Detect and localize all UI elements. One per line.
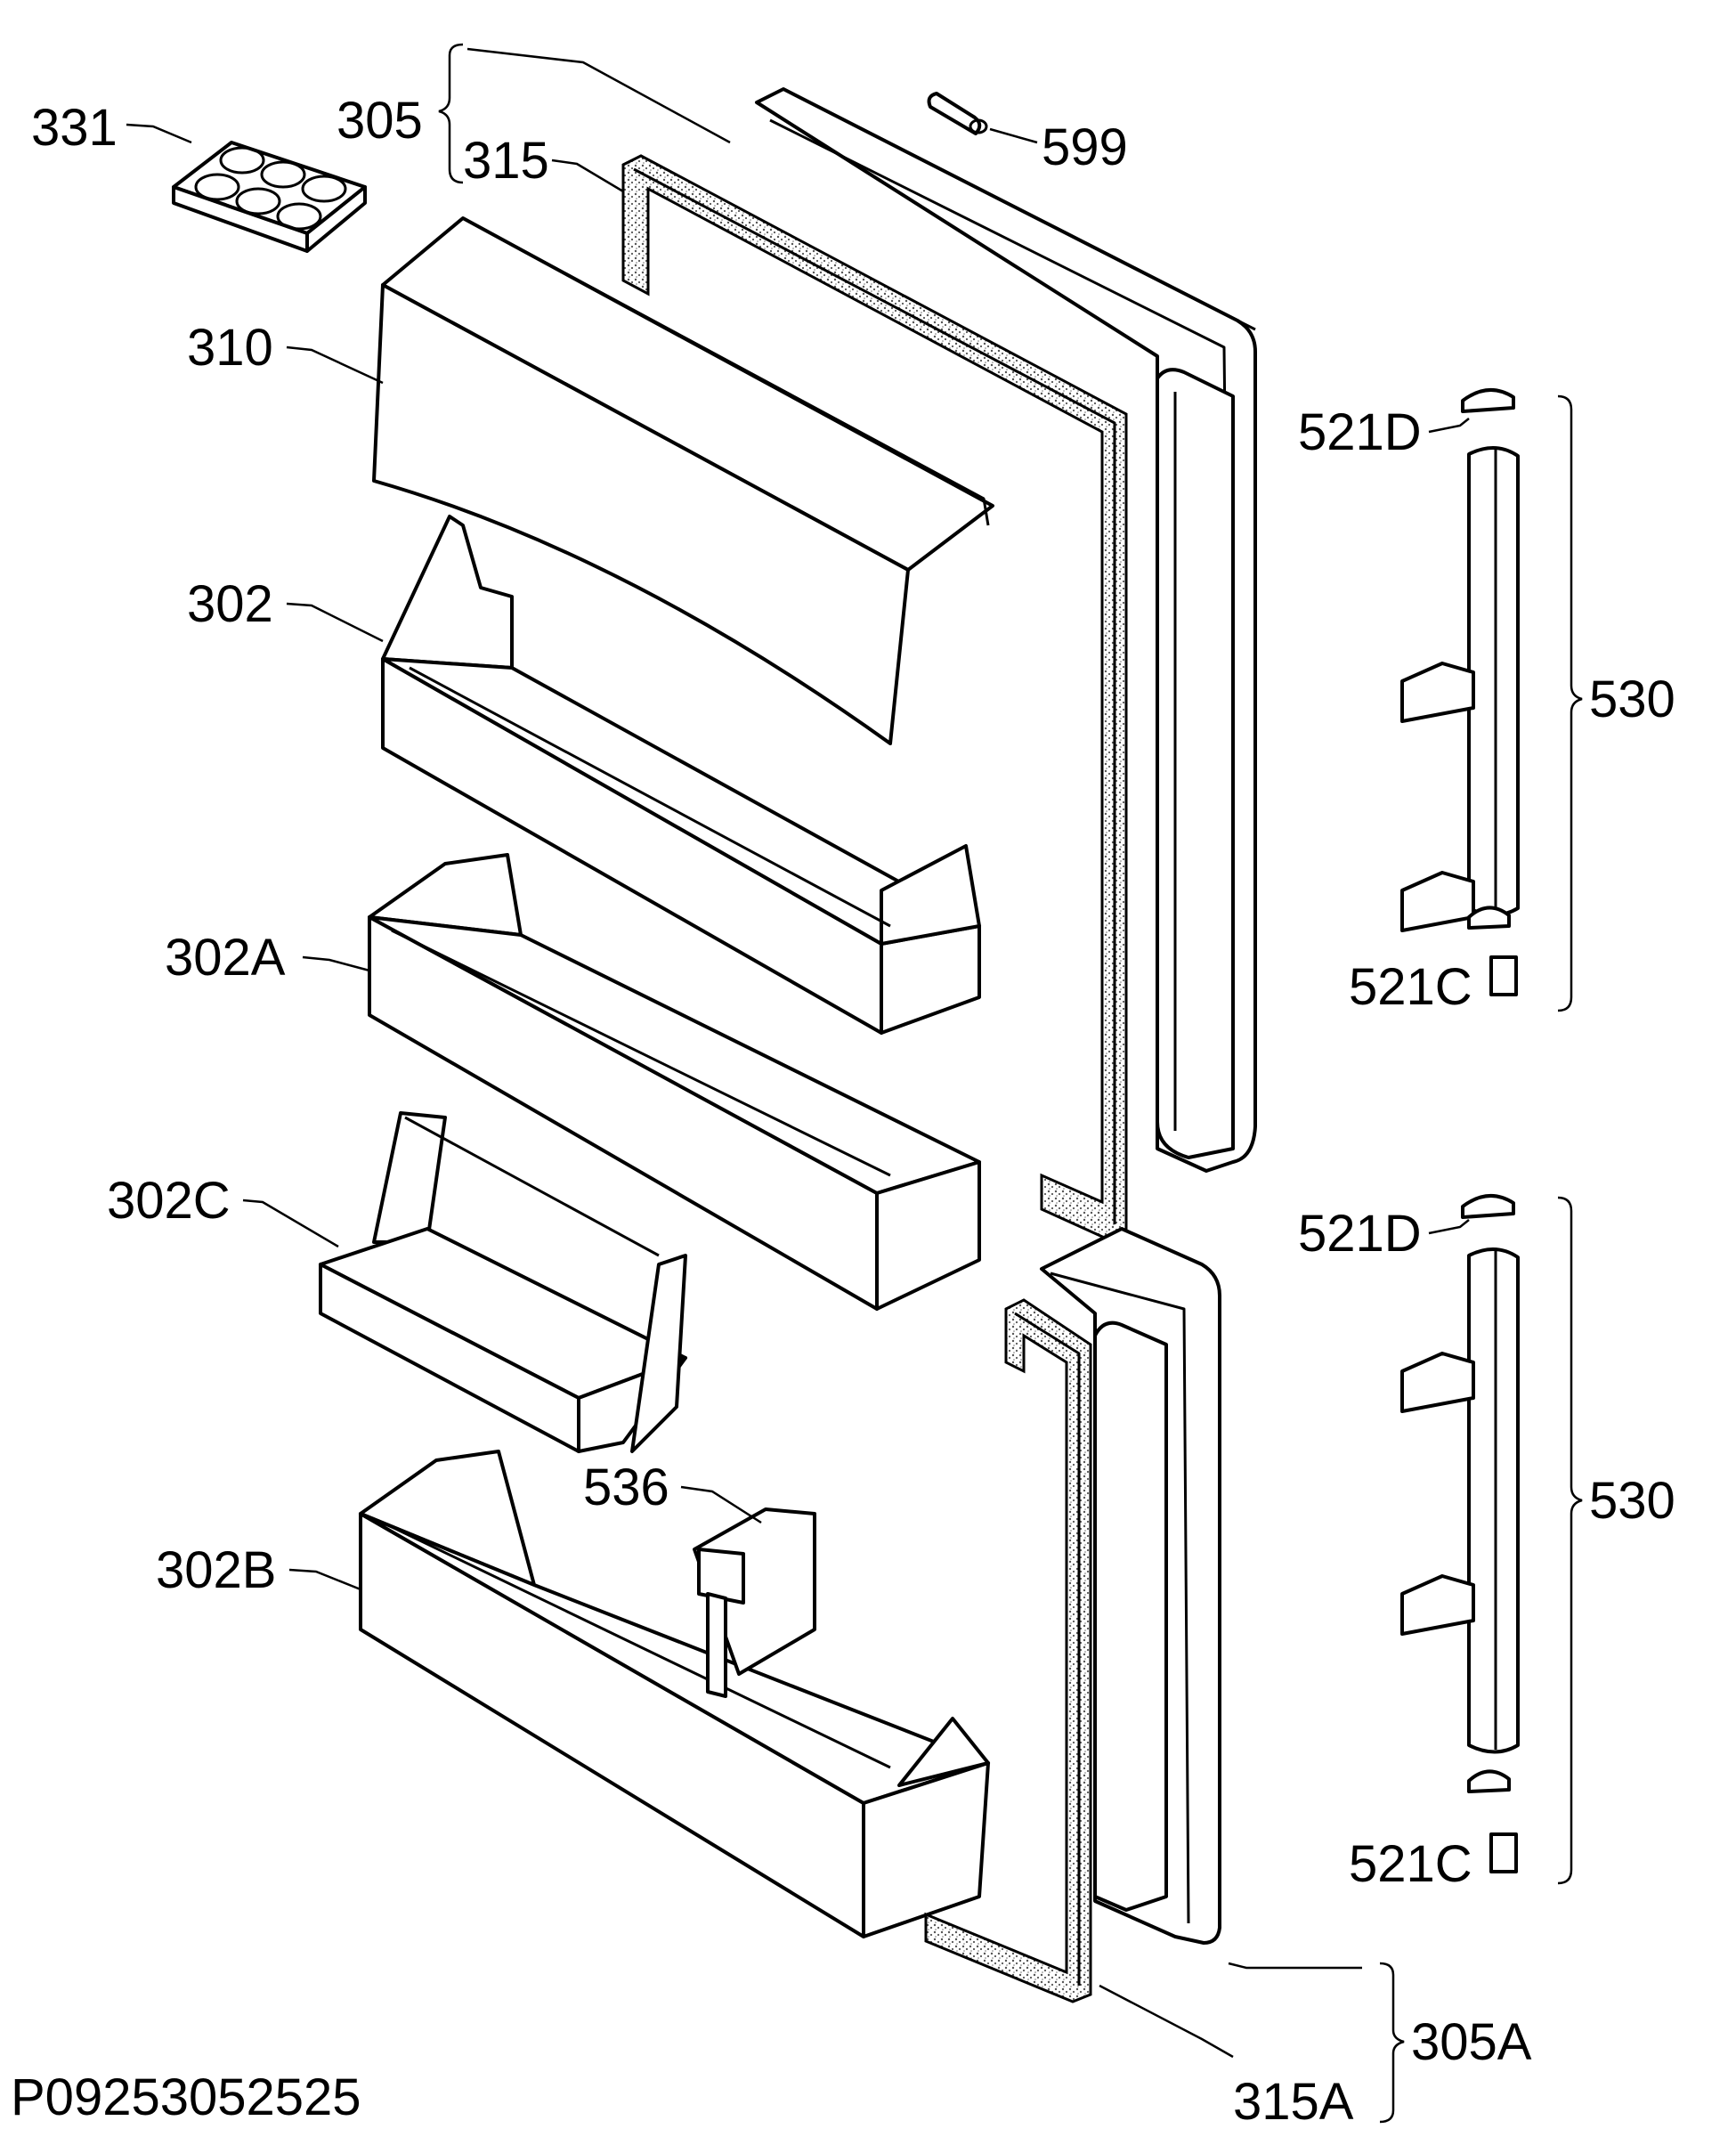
- diagram-id: P09253052525: [11, 2068, 361, 2126]
- door-shelf-part-302: [381, 515, 981, 1035]
- lower-door-part-305A: [1040, 1227, 1221, 1945]
- egg-tray-part-331: [172, 141, 367, 253]
- label-331: 331: [31, 99, 118, 157]
- upper-door-part-305: [755, 87, 1257, 1173]
- label-521C-top: 521C: [1349, 958, 1472, 1016]
- door-shelf-part-302A: [368, 853, 981, 1311]
- lower-gasket-part-315A: [924, 1298, 1092, 2003]
- small-shelf-part-302C: [319, 1111, 687, 1453]
- shelf-cover-part-310: [372, 216, 994, 745]
- label-521D-top: 521D: [1298, 403, 1422, 461]
- label-305: 305: [337, 92, 423, 150]
- label-530-top: 530: [1589, 670, 1675, 728]
- label-302: 302: [187, 575, 273, 633]
- label-536: 536: [583, 1459, 669, 1516]
- clip-part-536: [693, 1507, 816, 1698]
- label-315: 315: [463, 132, 549, 190]
- label-302C: 302C: [107, 1172, 231, 1230]
- label-315A: 315A: [1233, 2073, 1354, 2131]
- label-302A: 302A: [165, 929, 286, 987]
- label-521D-bottom: 521D: [1298, 1205, 1422, 1263]
- label-530-bottom: 530: [1589, 1472, 1675, 1530]
- label-305A: 305A: [1411, 2013, 1532, 2071]
- bottle-shelf-part-302B: [359, 1450, 990, 1938]
- label-521C-bottom: 521C: [1349, 1835, 1472, 1893]
- part-labels: 331 305 315 599 310 302 302A 302C 302B 5…: [11, 92, 1675, 2131]
- label-599: 599: [1042, 118, 1128, 176]
- hinge-pin-part-599: [927, 92, 988, 135]
- hinge-assembly-top-part-530: [1400, 387, 1520, 996]
- label-310: 310: [187, 319, 273, 377]
- leader-lines: [126, 43, 1583, 2124]
- hinge-assembly-bottom-part-530: [1400, 1193, 1520, 1873]
- upper-gasket-part-315: [621, 154, 1128, 1241]
- label-302B: 302B: [156, 1541, 276, 1599]
